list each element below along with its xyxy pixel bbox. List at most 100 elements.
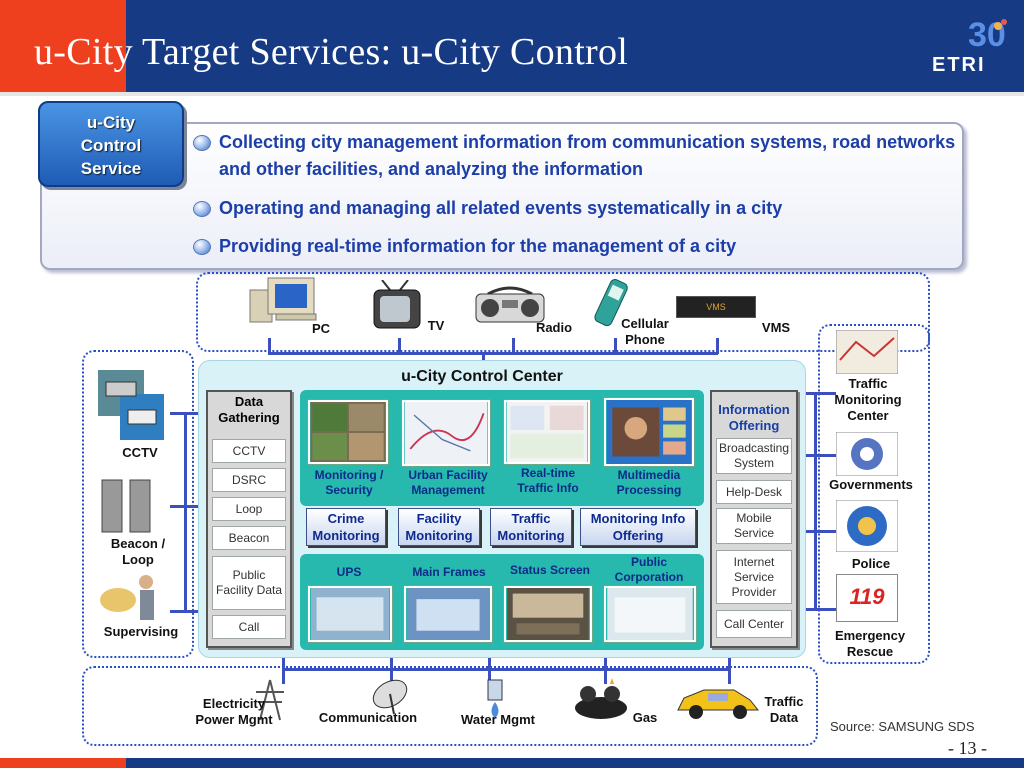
- header-divider: [0, 92, 1024, 96]
- emergency-119-icon: 119: [836, 574, 898, 622]
- service-bullet: Operating and managing all related event…: [193, 195, 963, 222]
- urban-map-icon: [402, 400, 490, 466]
- connector: [806, 530, 836, 533]
- service-bullet: Collecting city management information f…: [193, 129, 963, 183]
- connector: [604, 658, 607, 684]
- header-accent: [0, 0, 126, 92]
- etri-30-anniversary-logo-icon: 30: [968, 16, 1007, 54]
- connector: [170, 610, 198, 613]
- source-label: Beacon / Loop: [110, 536, 166, 567]
- bullet-text: Providing real-time information for the …: [219, 236, 737, 256]
- connector: [282, 658, 285, 684]
- source-bus-line: [184, 412, 187, 612]
- device-label: TV: [427, 318, 445, 333]
- gathering-item: Loop: [212, 497, 286, 521]
- traffic-map-icon: [836, 330, 898, 374]
- badge-line: Control: [80, 136, 142, 155]
- source-label: CCTV: [122, 445, 158, 460]
- slide-title: u-City Target Services: u-City Control: [34, 31, 629, 73]
- infra-label: Status Screen: [509, 563, 591, 577]
- offering-item: Mobile Service: [716, 508, 792, 544]
- bottom-bus-line: [282, 668, 730, 671]
- gathering-item: Call: [212, 615, 286, 639]
- device-group: [196, 272, 930, 352]
- client-bus-line: [814, 392, 817, 610]
- device-label: Radio: [535, 320, 573, 335]
- infra-label: UPS: [336, 565, 362, 579]
- header-bar: [126, 0, 1024, 92]
- service-bullet: Providing real-time information for the …: [193, 233, 963, 260]
- offering-item: Call Center: [716, 610, 792, 638]
- bullet-icon: [193, 201, 211, 217]
- connector: [512, 338, 515, 354]
- service-badge: u-City Control Service: [38, 101, 184, 187]
- badge-line: u-City: [86, 113, 136, 132]
- connector: [390, 658, 393, 684]
- connector: [398, 338, 401, 354]
- gathering-item: Beacon: [212, 526, 286, 550]
- supervising-person-icon: [100, 575, 154, 620]
- security-camera-feed-icon: [308, 400, 388, 464]
- device-label: VMS: [761, 320, 791, 335]
- cctv-camera-icon: [98, 370, 164, 440]
- connector: [482, 352, 485, 362]
- infra-label: Public Corporation: [614, 555, 684, 584]
- source-group: [82, 350, 194, 658]
- data-gathering-title: Data Gathering: [218, 394, 280, 425]
- source-label: Supervising: [103, 624, 179, 639]
- main-frames-icon: [404, 586, 492, 642]
- footer-bar: [126, 758, 1024, 768]
- bottom-service-group: [82, 666, 818, 746]
- traffic-info-screen-icon: [504, 400, 590, 464]
- bullet-icon: [193, 135, 211, 151]
- control-center-title: u-City Control Center: [401, 368, 563, 385]
- radio-icon: [475, 286, 545, 323]
- logo-badge-number: 30: [968, 16, 1006, 54]
- connector: [170, 505, 198, 508]
- gas-burner-icon: [575, 678, 627, 719]
- offering-item: Broadcasting System: [716, 438, 792, 474]
- connector: [614, 338, 617, 354]
- taxi-icon: [677, 689, 760, 719]
- gathering-item: DSRC: [212, 468, 286, 492]
- connector: [728, 658, 731, 684]
- page-number: - 13 -: [948, 738, 987, 758]
- beacon-loop-icon: [101, 479, 151, 533]
- ups-room-icon: [308, 586, 392, 642]
- traffic-monitoring-box: Traffic Monitoring: [490, 508, 572, 546]
- infra-label: Main Frames: [412, 565, 486, 579]
- public-corporation-icon: [604, 586, 696, 642]
- connector: [806, 454, 836, 457]
- screen-label: Urban Facility Management: [408, 468, 488, 497]
- police-emblem-icon: [836, 500, 898, 552]
- crime-monitoring-box: Crime Monitoring: [306, 508, 386, 546]
- client-label: Traffic Monitoring Center: [834, 376, 902, 423]
- gathering-item: CCTV: [212, 439, 286, 463]
- connector: [806, 608, 836, 611]
- status-screen-icon: [504, 586, 592, 642]
- water-tap-icon: [487, 679, 503, 718]
- bullet-text: Collecting city management information f…: [219, 132, 956, 179]
- source-note: Source: SAMSUNG SDS: [830, 719, 975, 734]
- connector: [488, 658, 491, 684]
- footer-accent: [0, 758, 126, 768]
- facility-monitoring-box: Facility Monitoring: [398, 508, 480, 546]
- service-label: Traffic Data: [764, 694, 804, 725]
- screen-label: Multimedia Processing: [616, 468, 682, 497]
- bullet-icon: [193, 239, 211, 255]
- tv-icon: [373, 280, 421, 329]
- service-label: Water Mgmt: [461, 712, 535, 727]
- screen-label: Monitoring / Security: [314, 468, 384, 497]
- device-label: PC: [311, 321, 331, 336]
- client-label: Police: [851, 556, 891, 571]
- power-tower-icon: [256, 679, 284, 721]
- connector: [716, 338, 719, 354]
- connector: [268, 338, 271, 354]
- etri-logo: ETRI: [932, 54, 986, 76]
- screen-label: Real-time Traffic Info: [517, 466, 579, 495]
- cellular-phone-icon: [594, 279, 628, 327]
- gathering-item: Public Facility Data: [212, 556, 286, 610]
- client-label: Emergency Rescue: [834, 628, 906, 659]
- device-label: Cellular Phone: [621, 316, 669, 347]
- badge-line: Service: [80, 159, 142, 178]
